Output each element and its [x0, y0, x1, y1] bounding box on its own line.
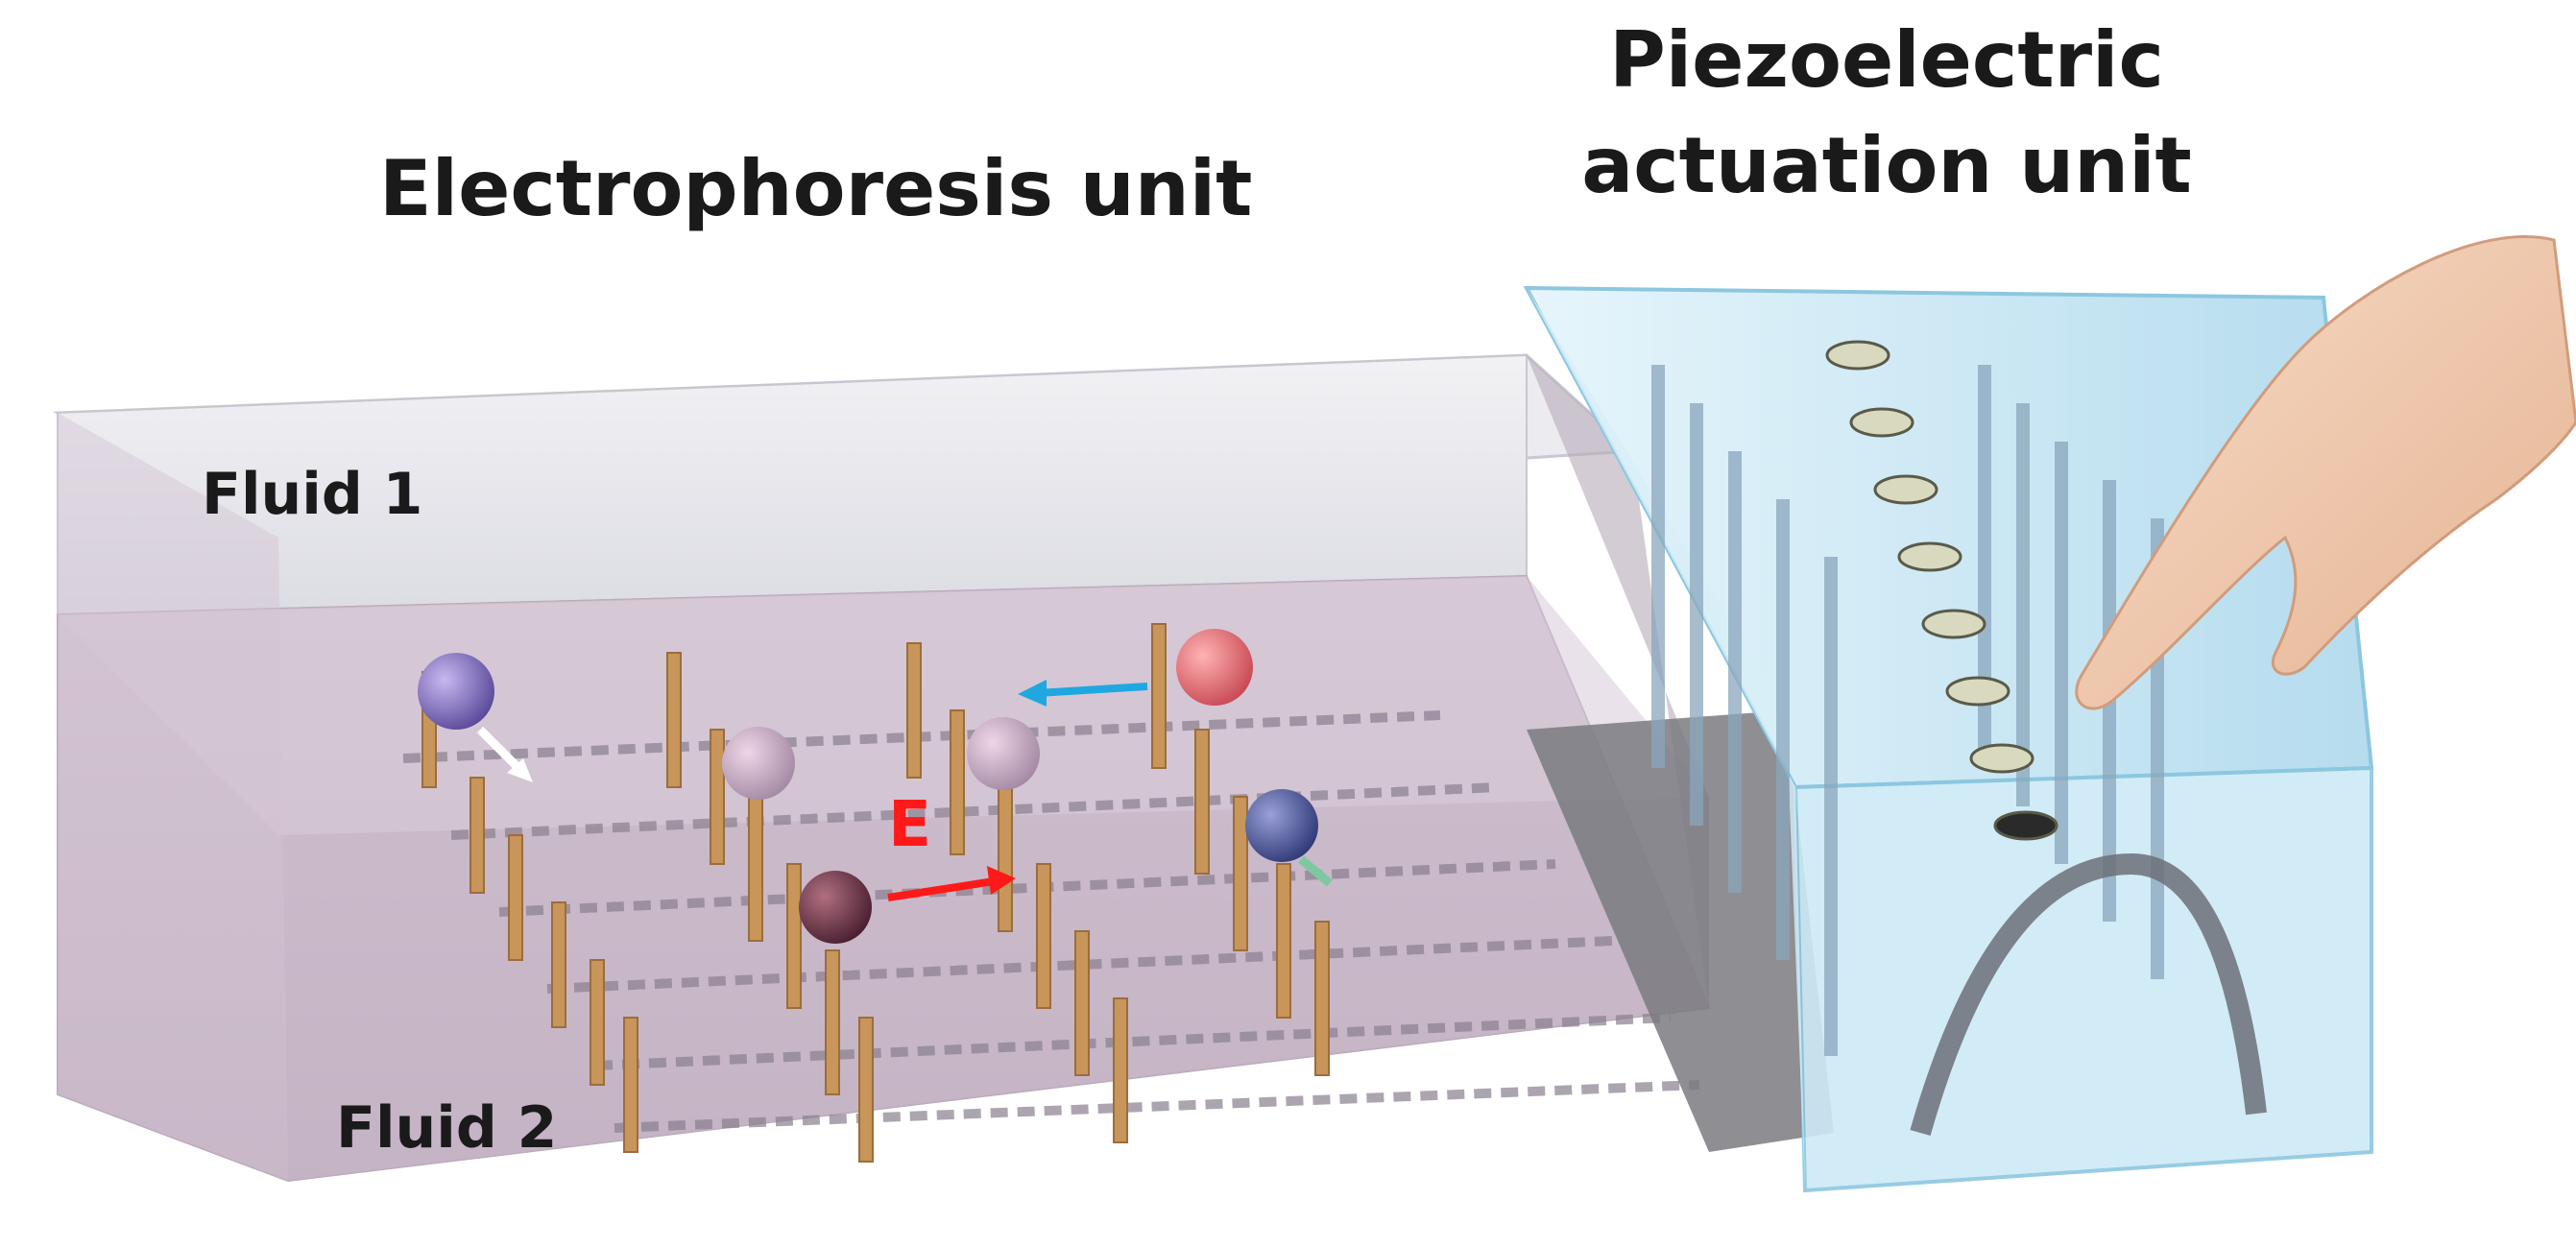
connecting-channel	[1527, 710, 1834, 1152]
chamber-right-edge	[1527, 355, 1709, 1008]
piezoelectric-title-line-2: actuation unit	[1581, 121, 2192, 210]
particle-pink-2	[967, 717, 1040, 790]
piezoelectric-title-line-1: Piezoelectric	[1609, 15, 2164, 105]
electric-field-label: E	[888, 787, 932, 861]
finger-hand	[2075, 235, 2576, 710]
particle-navy	[1245, 789, 1318, 862]
particle-pink-1	[722, 727, 795, 800]
fluid-interface-plane	[58, 576, 1709, 835]
particle-purple	[418, 653, 494, 730]
motion-arrow-green	[1298, 855, 1333, 887]
tank-front-face	[1793, 765, 2373, 1193]
piezoelectric-unit-title: Piezoelectric actuation unit	[1464, 8, 2309, 219]
electrophoresis-unit-title: Electrophoresis unit	[379, 144, 1253, 233]
fluid-2-label: Fluid 2	[336, 1094, 558, 1162]
fluid-1-label: Fluid 1	[202, 461, 423, 528]
piezo-discs	[1825, 340, 2058, 841]
field-arrow-red	[887, 866, 1016, 901]
motion-arrow-white	[476, 726, 533, 782]
particle-red	[1176, 629, 1253, 706]
particle-dark-red	[799, 871, 872, 944]
electrode-pillars	[421, 623, 1330, 1163]
piezoelectric-tank	[1523, 285, 2374, 1193]
flow-arrow-blue	[1018, 680, 1148, 707]
chamber-left-face	[58, 413, 288, 1181]
curved-membrane	[1910, 852, 2267, 1137]
electrophoresis-chamber	[52, 353, 1711, 1183]
